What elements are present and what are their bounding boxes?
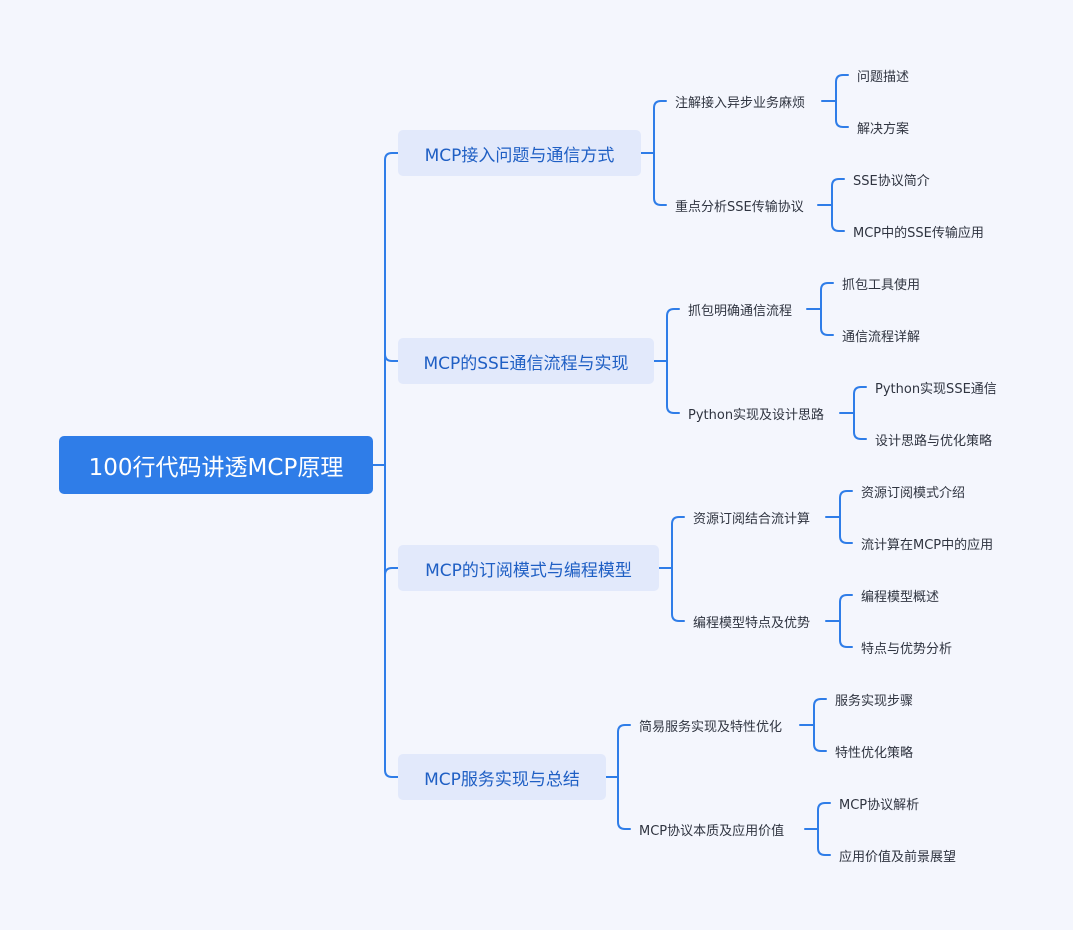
leaf-3-0-1[interactable]: 特性优化策略 — [835, 745, 914, 761]
subtopic-0-1[interactable]: 重点分析SSE传输协议 — [675, 199, 804, 215]
leaf-3-1-1[interactable]: 应用价值及前景展望 — [839, 849, 957, 865]
subtopic-2-1[interactable]: 编程模型特点及优势 — [693, 615, 811, 631]
branch-topic-1[interactable]: MCP的SSE通信流程与实现 — [398, 338, 654, 384]
connector-branch-1 — [653, 308, 680, 414]
leaf-0-0-1[interactable]: 解决方案 — [857, 121, 910, 137]
connector-branch-0 — [640, 100, 667, 206]
connector-branch-3-sub-1 — [804, 802, 831, 856]
connector-branch-2-sub-1 — [825, 594, 853, 648]
subtopic-2-0[interactable]: 资源订阅结合流计算 — [693, 511, 811, 527]
subtopic-3-0[interactable]: 简易服务实现及特性优化 — [639, 719, 783, 735]
connector-branch-1-sub-0 — [806, 282, 834, 336]
subtopic-1-0[interactable]: 抓包明确通信流程 — [688, 303, 793, 319]
connector-branch-3 — [605, 724, 631, 830]
leaf-3-1-0[interactable]: MCP协议解析 — [839, 797, 920, 813]
branch-topic-3[interactable]: MCP服务实现与总结 — [398, 754, 606, 800]
leaf-0-1-1[interactable]: MCP中的SSE传输应用 — [853, 225, 984, 241]
connector-branch-0-sub-0 — [821, 74, 849, 128]
connector-branch-3-sub-0 — [799, 698, 827, 752]
connector-branch-0-sub-1 — [817, 178, 845, 232]
connector-branch-1-sub-1 — [839, 386, 867, 440]
connector-branch-2 — [658, 516, 685, 622]
leaf-0-1-0[interactable]: SSE协议简介 — [853, 173, 930, 189]
leaf-2-1-1[interactable]: 特点与优势分析 — [861, 641, 953, 657]
connector-root-branches — [372, 152, 399, 778]
subtopic-0-0[interactable]: 注解接入异步业务麻烦 — [675, 95, 806, 111]
leaf-1-1-1[interactable]: 设计思路与优化策略 — [875, 433, 993, 449]
leaf-3-0-0[interactable]: 服务实现步骤 — [835, 693, 914, 709]
leaf-2-1-0[interactable]: 编程模型概述 — [861, 589, 940, 605]
leaf-1-0-1[interactable]: 通信流程详解 — [842, 329, 921, 345]
leaf-1-1-0[interactable]: Python实现SSE通信 — [875, 381, 997, 397]
subtopic-1-1[interactable]: Python实现及设计思路 — [688, 407, 825, 423]
connector-branch-2-sub-0 — [825, 490, 853, 544]
root-topic[interactable]: 100行代码讲透MCP原理 — [59, 436, 373, 494]
branch-topic-2[interactable]: MCP的订阅模式与编程模型 — [398, 545, 659, 591]
leaf-2-0-1[interactable]: 流计算在MCP中的应用 — [861, 537, 994, 553]
branch-topic-0[interactable]: MCP接入问题与通信方式 — [398, 130, 641, 176]
leaf-2-0-0[interactable]: 资源订阅模式介绍 — [861, 485, 966, 501]
leaf-0-0-0[interactable]: 问题描述 — [857, 69, 910, 85]
subtopic-3-1[interactable]: MCP协议本质及应用价值 — [639, 823, 785, 839]
leaf-1-0-0[interactable]: 抓包工具使用 — [842, 277, 921, 293]
